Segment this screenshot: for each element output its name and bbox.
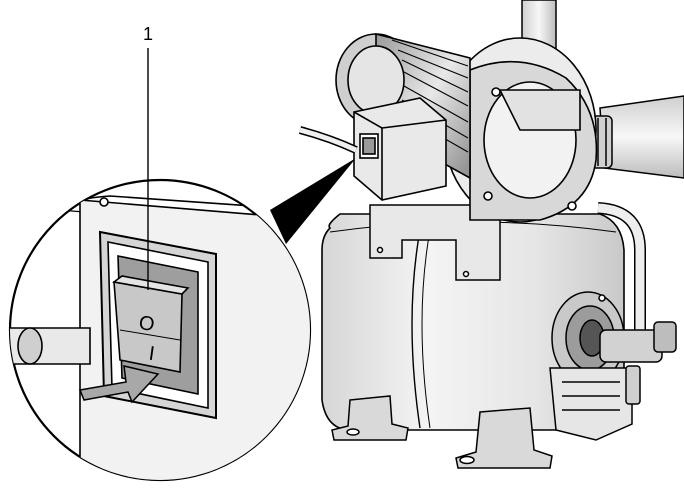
switch-on-symbol: I — [147, 343, 156, 366]
callout-number: 1 — [143, 24, 153, 44]
power-cable — [298, 126, 358, 154]
terminal-box — [353, 97, 447, 201]
tank-feet — [331, 395, 553, 469]
switch-off-symbol: O — [137, 312, 155, 336]
detail-magnifier: O I — [8, 178, 312, 482]
pressure-hose — [597, 202, 646, 330]
pump-bracket — [369, 204, 501, 281]
pump-housing — [443, 37, 598, 223]
inlet-pipe-horizontal — [583, 95, 684, 179]
pressure-switch — [549, 321, 677, 441]
zoom-cone — [270, 158, 356, 244]
press-arrow — [78, 365, 160, 404]
